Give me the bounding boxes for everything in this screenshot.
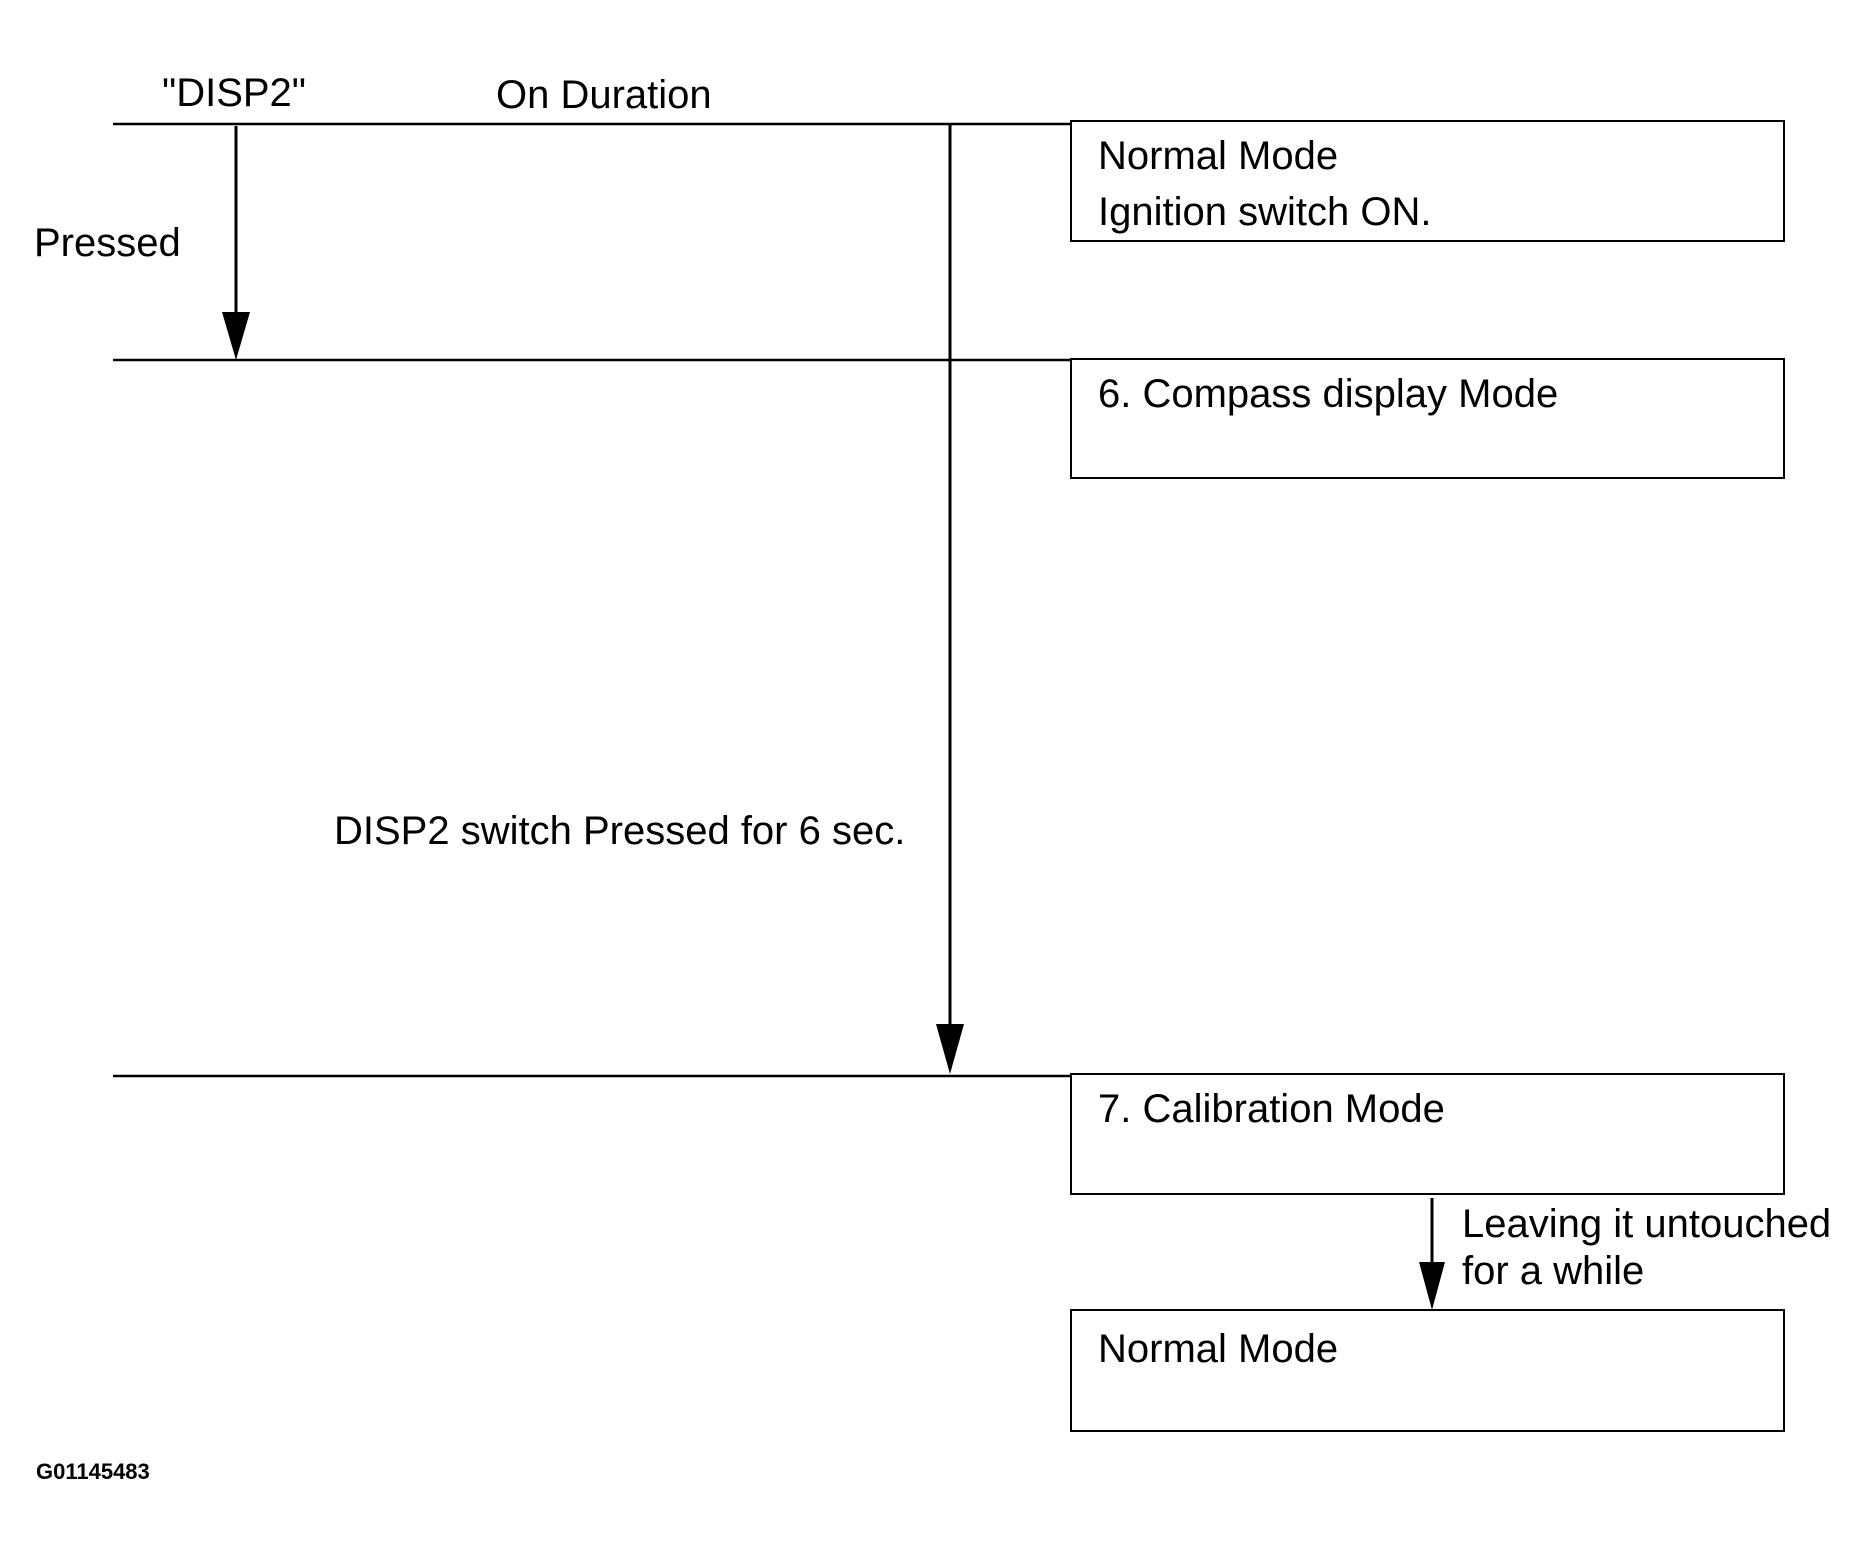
mode-box-normal-initial: Normal Mode Ignition switch ON. xyxy=(1070,120,1785,242)
figure-id: G01145483 xyxy=(36,1459,150,1484)
leave-untouched-label-line-2: for a while xyxy=(1462,1249,1645,1293)
mode-box-calibration: 7. Calibration Mode xyxy=(1070,1073,1785,1195)
long-press-arrow-head xyxy=(936,1024,964,1074)
pressed-label: Pressed xyxy=(34,221,181,265)
leave-untouched-label-line-1: Leaving it untouched xyxy=(1462,1202,1832,1246)
mode-title: 7. Calibration Mode xyxy=(1098,1087,1445,1131)
duration-label: On Duration xyxy=(496,73,712,117)
mode-box-normal-final: Normal Mode xyxy=(1070,1309,1785,1432)
mode-box-compass-display: 6. Compass display Mode xyxy=(1070,358,1785,479)
untouched-arrow-head xyxy=(1419,1262,1445,1310)
mode-title: 6. Compass display Mode xyxy=(1098,372,1559,416)
mode-title: Normal Mode xyxy=(1098,134,1339,178)
pressed-6-sec-label: DISP2 switch Pressed for 6 sec. xyxy=(334,809,906,853)
pressed-arrow-head xyxy=(222,312,250,360)
switch-label: "DISP2" xyxy=(162,71,307,115)
mode-condition: Ignition switch ON. xyxy=(1098,190,1432,234)
mode-title: Normal Mode xyxy=(1098,1327,1339,1371)
